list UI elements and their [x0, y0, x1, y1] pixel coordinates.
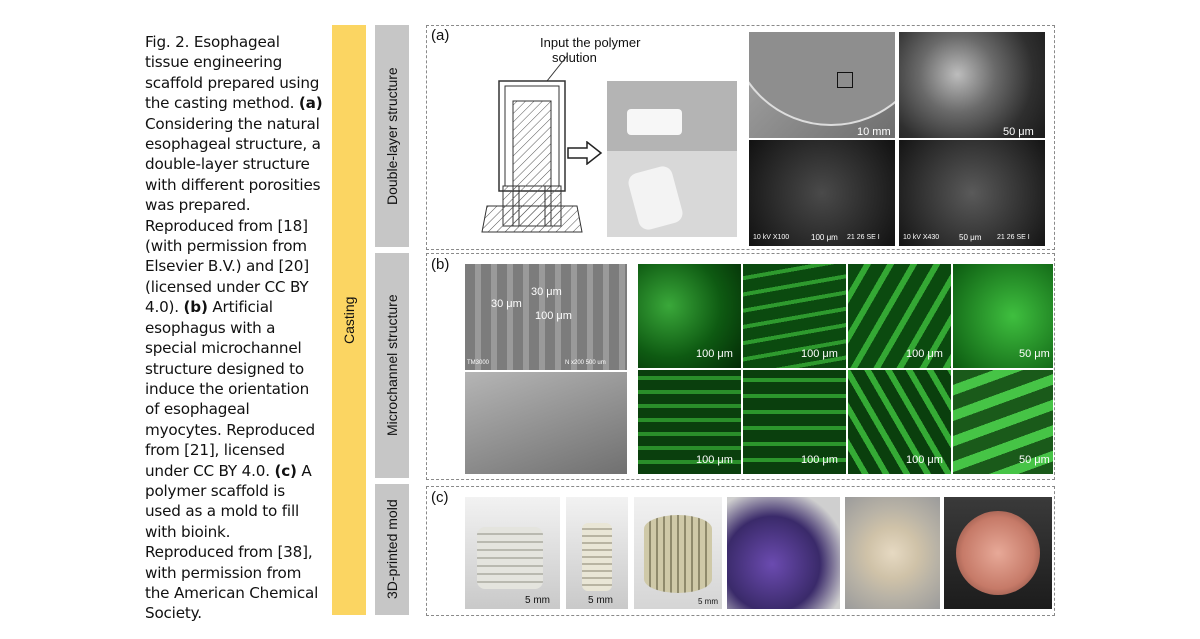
caption-a-label: (a): [298, 94, 323, 113]
tube-photo: [607, 81, 737, 237]
scaffold-photo-3: 5 mm: [634, 497, 722, 609]
figure-caption: Fig. 2. Esophageal tissue engineering sc…: [145, 32, 323, 624]
row-bar-microchannel: Microchannel structure: [375, 253, 409, 478]
scale-5mm-1: 5 mm: [525, 595, 550, 606]
fluor-image-3: 100 μm: [848, 264, 951, 368]
row-label-double-layer: Double-layer structure: [384, 67, 400, 205]
fluor-scale-3: 100 μm: [906, 348, 943, 360]
fluor-image-2: 100 μm: [743, 264, 846, 368]
panel-a-label: (a): [431, 27, 450, 44]
mold-schematic: [481, 56, 583, 233]
fluor-image-6: 100 μm: [743, 370, 846, 474]
sem-footer-magnification: N x200 500 um: [565, 360, 606, 366]
row-bar-double-layer: Double-layer structure: [375, 25, 409, 247]
sem-label-30um-a: 30 μm: [491, 298, 522, 310]
fluor-scale-8: 50 μm: [1019, 454, 1050, 466]
caption-c-label: (c): [274, 461, 297, 480]
casting-category-bar: Casting: [332, 25, 366, 615]
gloved-hand-photo: [727, 497, 840, 609]
row-bar-3d-printed: 3D-printed mold: [375, 484, 409, 615]
sem-scale-4: 50 μm: [959, 233, 982, 242]
sem-image-cross-section: 10 mm: [749, 32, 895, 138]
process-arrow-icon: [567, 141, 603, 165]
scaffold-photo-1: 5 mm: [465, 497, 560, 609]
fluor-scale-7: 100 μm: [906, 454, 943, 466]
sem-footer-tm3000: TM3000: [467, 360, 490, 366]
sem-image-porous-2: 10 kV X430 50 μm 21 26 SE I: [899, 140, 1045, 246]
sem-microchannel-tube: [465, 372, 627, 474]
scale-5mm-2: 5 mm: [588, 595, 613, 606]
scaffold-photo-2: 5 mm: [566, 497, 628, 609]
fluor-image-5: 100 μm: [638, 370, 741, 474]
culture-well-photo: [944, 497, 1052, 609]
sem-footer-2b: 21 26 SE I: [997, 234, 1030, 241]
caption-fig: Fig. 2. Esophageal tissue engineering sc…: [145, 33, 320, 113]
caption-a-text: Considering the natural esophageal struc…: [145, 114, 321, 317]
panel-c-label: (c): [431, 489, 449, 506]
row-label-3d-printed: 3D-printed mold: [384, 499, 400, 600]
row-label-microchannel: Microchannel structure: [384, 294, 400, 437]
casting-label: Casting: [341, 296, 357, 344]
fluor-image-1: 100 μm: [638, 264, 741, 368]
sem-image-porous-1: 10 kV X100 100 μm 21 26 SE I: [749, 140, 895, 246]
fluor-scale-4: 50 μm: [1019, 348, 1050, 360]
sem-scale-3: 100 μm: [811, 233, 838, 242]
sem-image-pores-zoom: 50 μm: [899, 32, 1045, 138]
sem-scale-1: 10 mm: [857, 126, 891, 138]
fluor-scale-5: 100 μm: [696, 454, 733, 466]
sem-footer-1: 10 kV X100: [753, 234, 790, 241]
panel-b-label: (b): [431, 256, 450, 273]
caption-b-label: (b): [183, 298, 208, 317]
fluor-scale-6: 100 μm: [801, 454, 838, 466]
sem-microchannel-top: 30 μm 30 μm 100 μm TM3000 N x200 500 um: [465, 264, 627, 370]
caption-b-text: Artificial esophagus with a special micr…: [145, 298, 315, 480]
fluor-image-7: 100 μm: [848, 370, 951, 474]
caption-c-text: A polymer scaffold is used as a mold to …: [145, 461, 319, 623]
annotation-line1: Input the polymer: [540, 35, 641, 50]
sem-label-100um: 100 μm: [535, 310, 572, 322]
sem-footer-2: 10 kV X430: [903, 234, 940, 241]
panel-c: (c) 5 mm 5 mm 5 mm: [426, 486, 1055, 616]
fluor-scale-2: 100 μm: [801, 348, 838, 360]
sem-scale-2: 50 μm: [1003, 126, 1034, 138]
sem-footer-1b: 21 26 SE I: [847, 234, 880, 241]
fluor-scale-1: 100 μm: [696, 348, 733, 360]
sem-label-30um-b: 30 μm: [531, 286, 562, 298]
petri-dish-photo: [845, 497, 940, 609]
panel-b: (b) 30 μm 30 μm 100 μm TM3000 N x200 500…: [426, 253, 1055, 480]
panel-a: (a) Input the polymer solution 10 mm 50 …: [426, 25, 1055, 250]
scale-5mm-3: 5 mm: [698, 597, 718, 606]
fluor-image-4: 50 μm: [953, 264, 1053, 368]
fluor-image-8: 50 μm: [953, 370, 1053, 474]
